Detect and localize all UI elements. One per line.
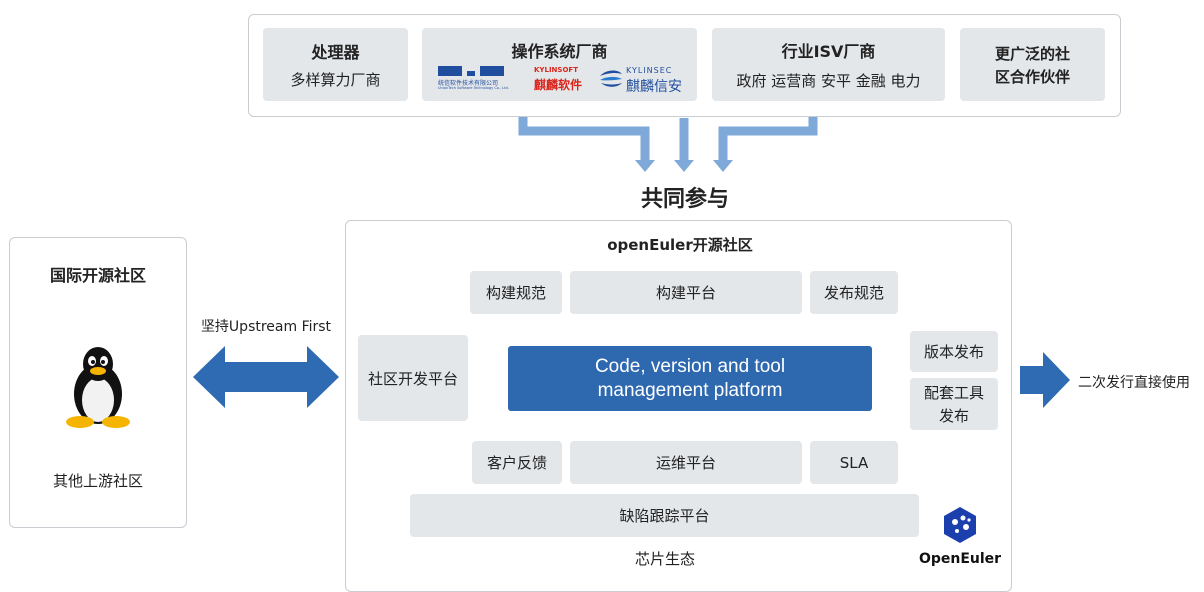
tux-penguin-icon (66, 347, 130, 428)
processor-title: 处理器 (311, 43, 360, 62)
arrow-secondary-distribution (1020, 352, 1070, 408)
kylinsoft-logo: KYLINSOFT 麒麟软件 (534, 66, 592, 94)
ops-platform-box: 运维平台 (570, 441, 802, 484)
isv-vendor-title: 行业ISV厂商 (781, 42, 876, 61)
arrowhead-os-left (635, 160, 655, 172)
intl-community-footer: 其他上游社区 (52, 472, 143, 490)
core-platform-line1: Code, version and tool (594, 355, 786, 377)
secondary-distribution-label: 二次发行直接使用 (1078, 375, 1190, 391)
build-spec-box: 构建规范 (470, 271, 562, 314)
kylinsec-logo: KYLINSEC 麒麟信安 (598, 66, 693, 95)
processor-box: 处理器 多样算力厂商 (263, 28, 408, 101)
sla-box: SLA (810, 441, 898, 484)
uniontech-logo: 统信软件技术有限公司 UnionTech Software Technology… (438, 66, 509, 92)
uniontech-logo-subtext: UnionTech Software Technology Co., Ltd. (438, 86, 509, 90)
version-release-box: 版本发布 (910, 331, 998, 372)
os-vendor-title: 操作系统厂商 (511, 42, 608, 61)
processor-subtitle: 多样算力厂商 (290, 71, 381, 89)
double-arrow-upstream (193, 346, 339, 408)
partners-box: 更广泛的社 区合作伙伴 (960, 28, 1105, 101)
os-vendor-box: 操作系统厂商 统信软件技术有限公司 UnionTech Software Tec… (422, 28, 697, 101)
feedback-box: 客户反馈 (472, 441, 562, 484)
tools-release-line1: 配套工具 (923, 384, 984, 402)
upstream-first-label: 坚持Upstream First (200, 319, 332, 335)
kylinsec-logo-cn: 麒麟信安 (626, 79, 682, 95)
kylinsoft-logo-en: KYLINSOFT (534, 66, 578, 74)
uniontech-logo-mark (438, 66, 504, 76)
isv-vendor-box: 行业ISV厂商 政府 运营商 安平 金融 电力 (712, 28, 945, 101)
arrowhead-os-center (674, 160, 694, 172)
tools-release-box: 配套工具 发布 (910, 378, 998, 430)
openeuler-logo-icon (944, 507, 976, 543)
core-platform-box: Code, version and tool management platfo… (508, 346, 872, 411)
together-label: 共同参与 (640, 187, 729, 212)
kylinsec-logo-en: KYLINSEC (626, 66, 673, 75)
partners-title-line1: 更广泛的社 (994, 44, 1070, 63)
core-platform-line2: management platform (597, 379, 783, 401)
kylinsec-logo-mark (600, 70, 622, 87)
community-title: openEuler开源社区 (607, 236, 753, 254)
chip-ecosystem-label: 芯片生态 (634, 550, 695, 568)
partners-title-line2: 区合作伙伴 (994, 67, 1070, 86)
intl-community-panel: 国际开源社区 其他上游社区 (9, 237, 187, 528)
kylinsoft-logo-cn: 麒麟软件 (534, 78, 583, 92)
isv-vendor-subtitle: 政府 运营商 安平 金融 电力 (736, 72, 921, 90)
openeuler-logo-text: OpenEuler (918, 551, 1002, 567)
uniontech-logo-text: 统信软件技术有限公司 (438, 80, 499, 87)
build-platform-box: 构建平台 (570, 271, 802, 314)
intl-community-title: 国际开源社区 (49, 266, 146, 285)
tools-release-line2: 发布 (938, 407, 969, 425)
arrowhead-isv (713, 160, 733, 172)
defect-platform-box: 缺陷跟踪平台 (410, 494, 919, 537)
release-spec-box: 发布规范 (810, 271, 898, 314)
dev-platform-box: 社区开发平台 (358, 335, 468, 421)
